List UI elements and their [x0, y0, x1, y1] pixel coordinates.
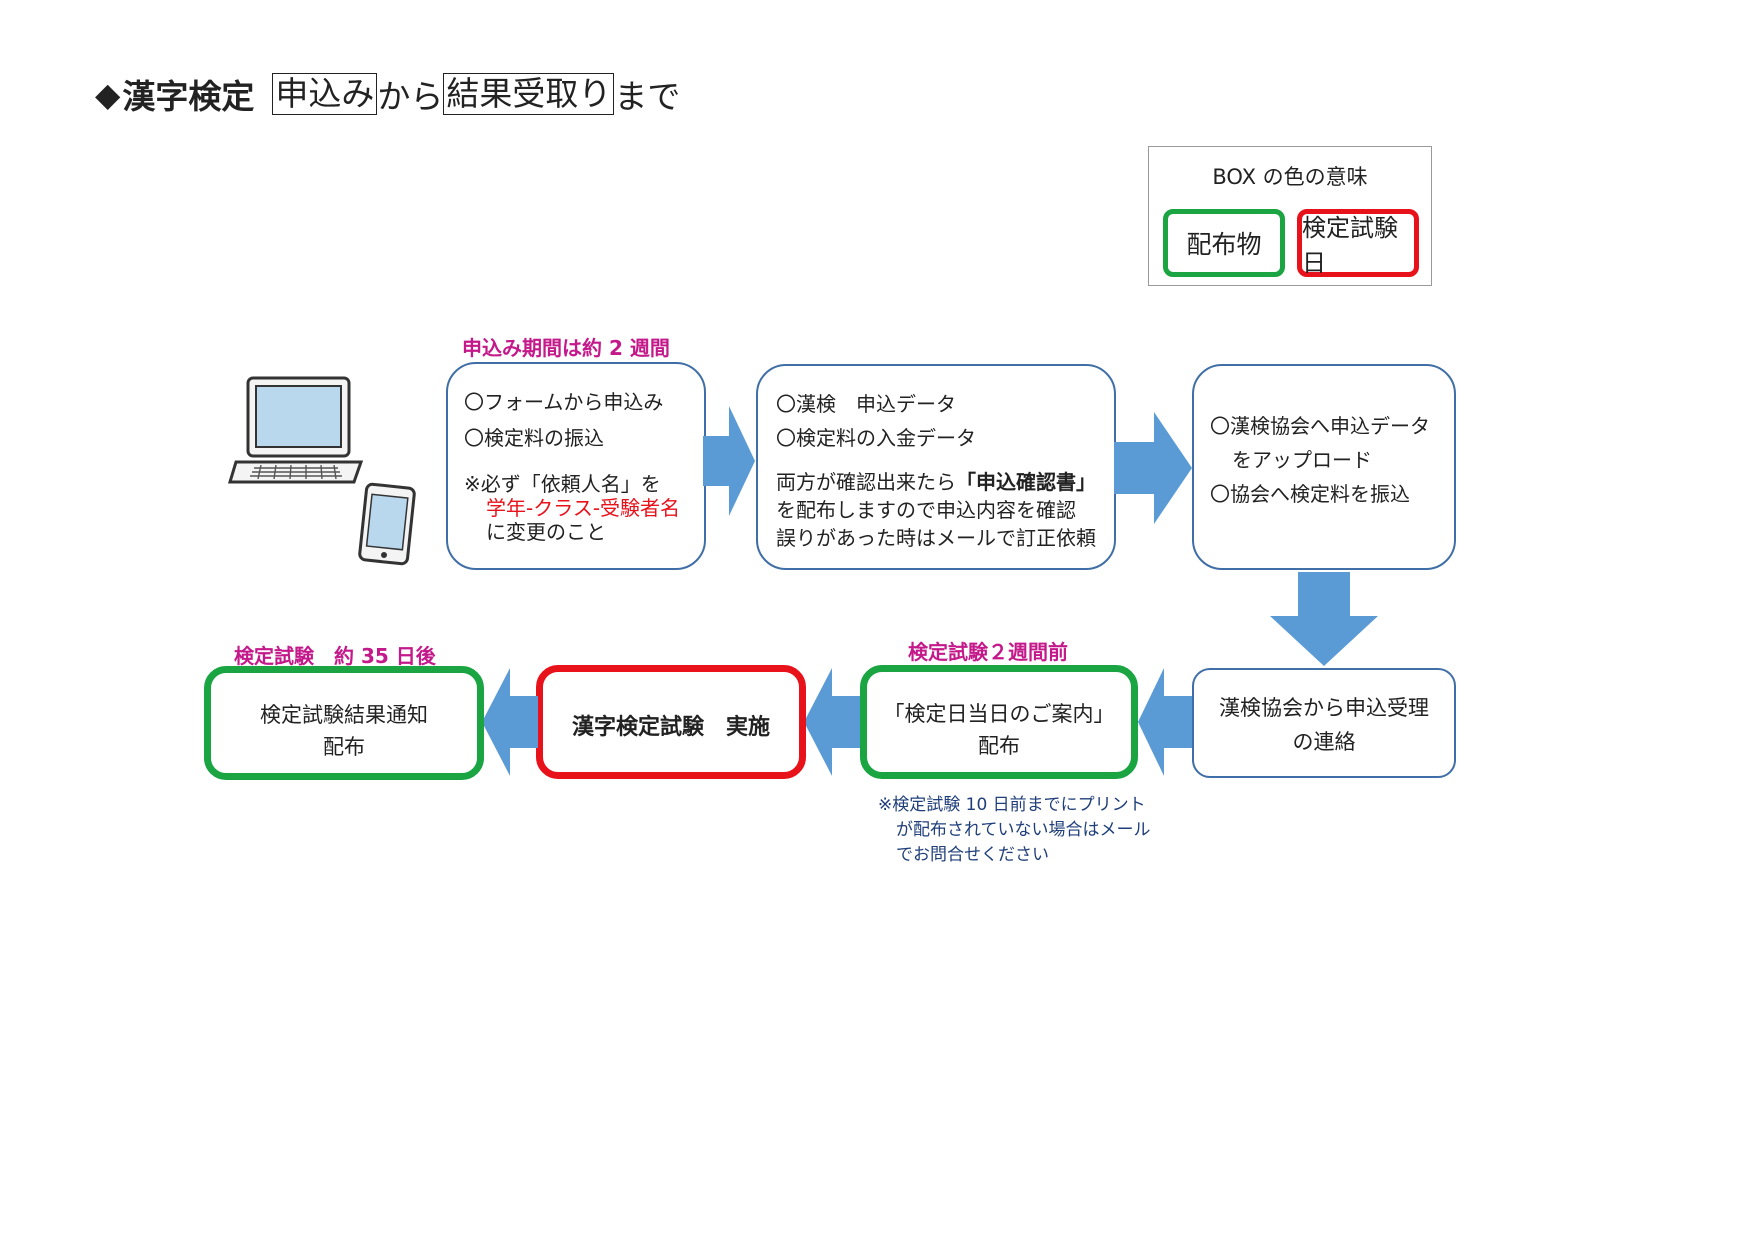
step-apply-note2: 学年-クラス-受験者名: [486, 496, 681, 520]
result-notice-line2: 配布: [323, 735, 365, 759]
arrow-left-3: [482, 668, 538, 776]
step-apply-line1: 〇フォームから申込み: [464, 390, 664, 414]
step-apply-box: 〇フォームから申込み 〇検定料の振込 ※必ず「依頼人名」を 学年-クラス-受験者…: [446, 362, 706, 570]
exam-day-box: 漢字検定試験 実施: [536, 665, 806, 779]
step-upload-line1: 〇漢検協会へ申込データ: [1210, 414, 1430, 438]
diamond-icon: ◆: [95, 74, 121, 114]
exam-guide-note3: でお問合せください: [896, 845, 1049, 865]
exam-guide-note2: が配布されていない場合はメール: [896, 820, 1151, 840]
step-confirm-line4: を配布しますので申込内容を確認: [776, 498, 1076, 522]
step-confirm-box: 〇漢検 申込データ 〇検定料の入金データ 両方が確認出来たら「申込確認書」 を配…: [756, 364, 1116, 570]
arrow-right-1: [703, 406, 755, 516]
color-legend: BOX の色の意味 配布物 検定試験日: [1148, 146, 1432, 286]
step-confirm-line1: 〇漢検 申込データ: [776, 392, 956, 416]
step-apply-note3: に変更のこと: [486, 520, 606, 544]
result-notice-box: 検定試験結果通知 配布: [204, 666, 484, 780]
title-part-from: から: [377, 77, 444, 116]
step-upload-box: 〇漢検協会へ申込データ をアップロード 〇協会へ検定料を振込: [1192, 364, 1456, 570]
application-period-label: 申込み期間は約 2 週間: [462, 336, 670, 360]
device-illustration: [227, 376, 416, 566]
title-part-result: 結果受取り: [443, 73, 615, 115]
arrow-left-1: [1138, 668, 1192, 776]
step-receipt-line2: の連絡: [1292, 730, 1356, 754]
step-confirm-line3a: 両方が確認出来たら: [776, 470, 956, 494]
result-notice-line1: 検定試験結果通知: [260, 703, 428, 727]
step-upload-line3: 〇協会へ検定料を振込: [1210, 482, 1410, 506]
exam-guide-note1: ※検定試験 10 日前までにプリント: [878, 795, 1146, 815]
two-weeks-before-label: 検定試験２週間前: [908, 640, 1068, 664]
exam-guide-line1: 「検定日当日のご案内」: [883, 702, 1115, 726]
smartphone-icon: [358, 482, 416, 566]
title-main: 漢字検定: [122, 77, 255, 116]
step-apply-note1: ※必ず「依頼人名」を: [464, 472, 661, 496]
laptop-icon: [227, 376, 364, 484]
step-receipt-box: 漢検協会から申込受理 の連絡: [1192, 668, 1456, 778]
step-confirm-line2: 〇検定料の入金データ: [776, 426, 976, 450]
step-receipt-line1: 漢検協会から申込受理: [1219, 696, 1429, 720]
exam-day-label: 漢字検定試験 実施: [571, 715, 770, 740]
title-part-apply: 申込み: [272, 73, 378, 115]
confirmation-document-label: 「申込確認書」: [956, 470, 1096, 494]
arrow-right-2: [1114, 412, 1192, 524]
step-upload-line2: をアップロード: [1232, 448, 1372, 472]
step-confirm-line3: 両方が確認出来たら「申込確認書」: [776, 466, 1096, 495]
arrow-left-2: [804, 668, 860, 776]
thirty-five-days-after-label: 検定試験 約 35 日後: [234, 644, 436, 668]
legend-handout: 配布物: [1163, 209, 1285, 277]
exam-guide-handout-box: 「検定日当日のご案内」 配布: [860, 665, 1138, 779]
step-confirm-line5: 誤りがあった時はメールで訂正依頼: [776, 526, 1096, 550]
exam-guide-line2: 配布: [978, 734, 1020, 758]
arrow-down: [1270, 572, 1378, 666]
page-title: ◆ 漢字検定 申込み から 結果受取り まで: [95, 70, 680, 118]
legend-exam-day: 検定試験日: [1297, 209, 1419, 277]
title-part-until: まで: [614, 77, 681, 116]
step-apply-line2: 〇検定料の振込: [464, 426, 604, 450]
legend-title: BOX の色の意味: [1212, 165, 1368, 189]
